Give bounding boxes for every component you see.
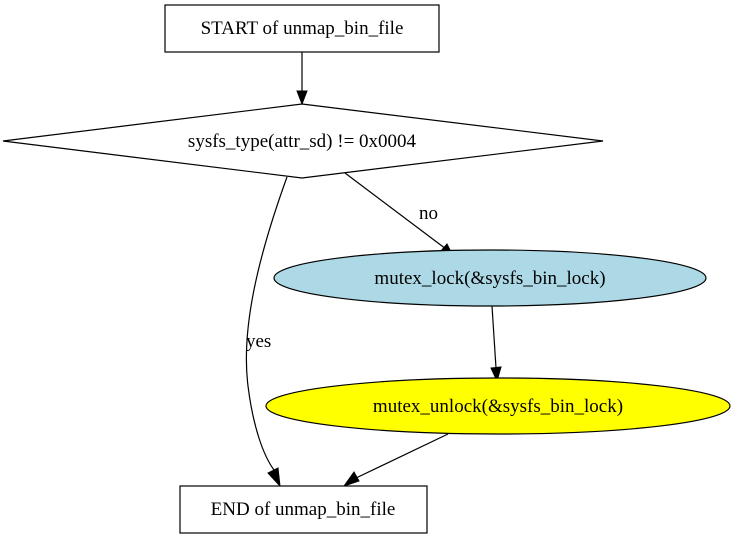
unlock-ellipse — [265, 377, 731, 435]
node-unlock: mutex_unlock(&sysfs_bin_lock) — [265, 377, 731, 435]
edge-start-to-decision — [296, 52, 308, 106]
decision-label: sysfs_type(attr_sd) != 0x0004 — [188, 131, 417, 152]
edge-label-yes: yes — [246, 331, 271, 352]
node-start: START of unmap_bin_file — [164, 4, 440, 53]
node-lock: mutex_lock(&sysfs_bin_lock) — [273, 249, 707, 307]
edge-decision-to-lock: no — [344, 172, 457, 262]
lock-ellipse — [273, 249, 707, 307]
start-box — [164, 4, 440, 53]
lock-label: mutex_lock(&sysfs_bin_lock) — [374, 268, 605, 289]
edge-label-no: no — [419, 203, 438, 224]
end-box — [179, 485, 428, 534]
decision-diamond — [2, 103, 604, 179]
start-label: START of unmap_bin_file — [201, 18, 404, 39]
node-decision: sysfs_type(attr_sd) != 0x0004 — [2, 103, 604, 179]
end-label: END of unmap_bin_file — [211, 499, 396, 520]
edge-decision-to-end: yes — [245, 176, 288, 488]
edge-lock-to-unlock — [490, 305, 502, 383]
unlock-label: mutex_unlock(&sysfs_bin_lock) — [373, 396, 623, 417]
edge-unlock-to-end — [342, 433, 449, 487]
node-end: END of unmap_bin_file — [179, 485, 428, 534]
